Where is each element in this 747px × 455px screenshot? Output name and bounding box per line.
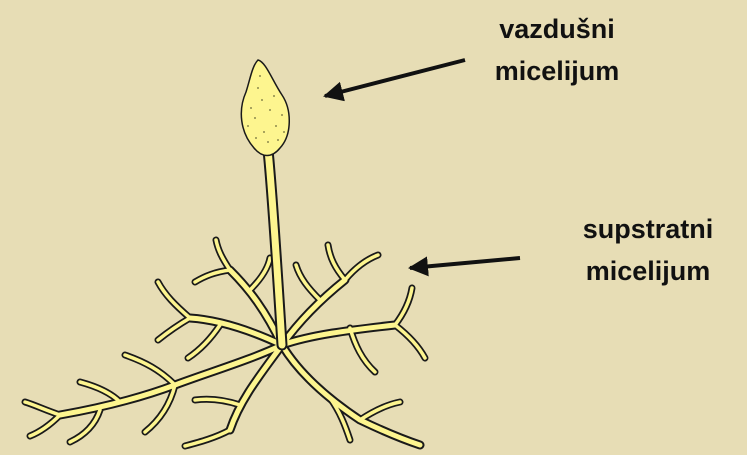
aerial-label-line2: micelijum: [462, 50, 652, 92]
aerial-mycelium-label: vazdušni micelijum: [462, 8, 652, 92]
arrow-aerial: [325, 60, 465, 96]
substrate-mycelium: [25, 240, 425, 446]
aerial-label-line1: vazdušni: [462, 8, 652, 50]
substrate-mycelium-label: supstratni micelijum: [548, 208, 747, 292]
arrow-substrate: [410, 258, 520, 268]
aerial-mycelium: [241, 60, 289, 345]
substrate-label-line1: supstratni: [548, 208, 747, 250]
sporangium: [241, 60, 289, 156]
substrate-label-line2: micelijum: [548, 250, 747, 292]
